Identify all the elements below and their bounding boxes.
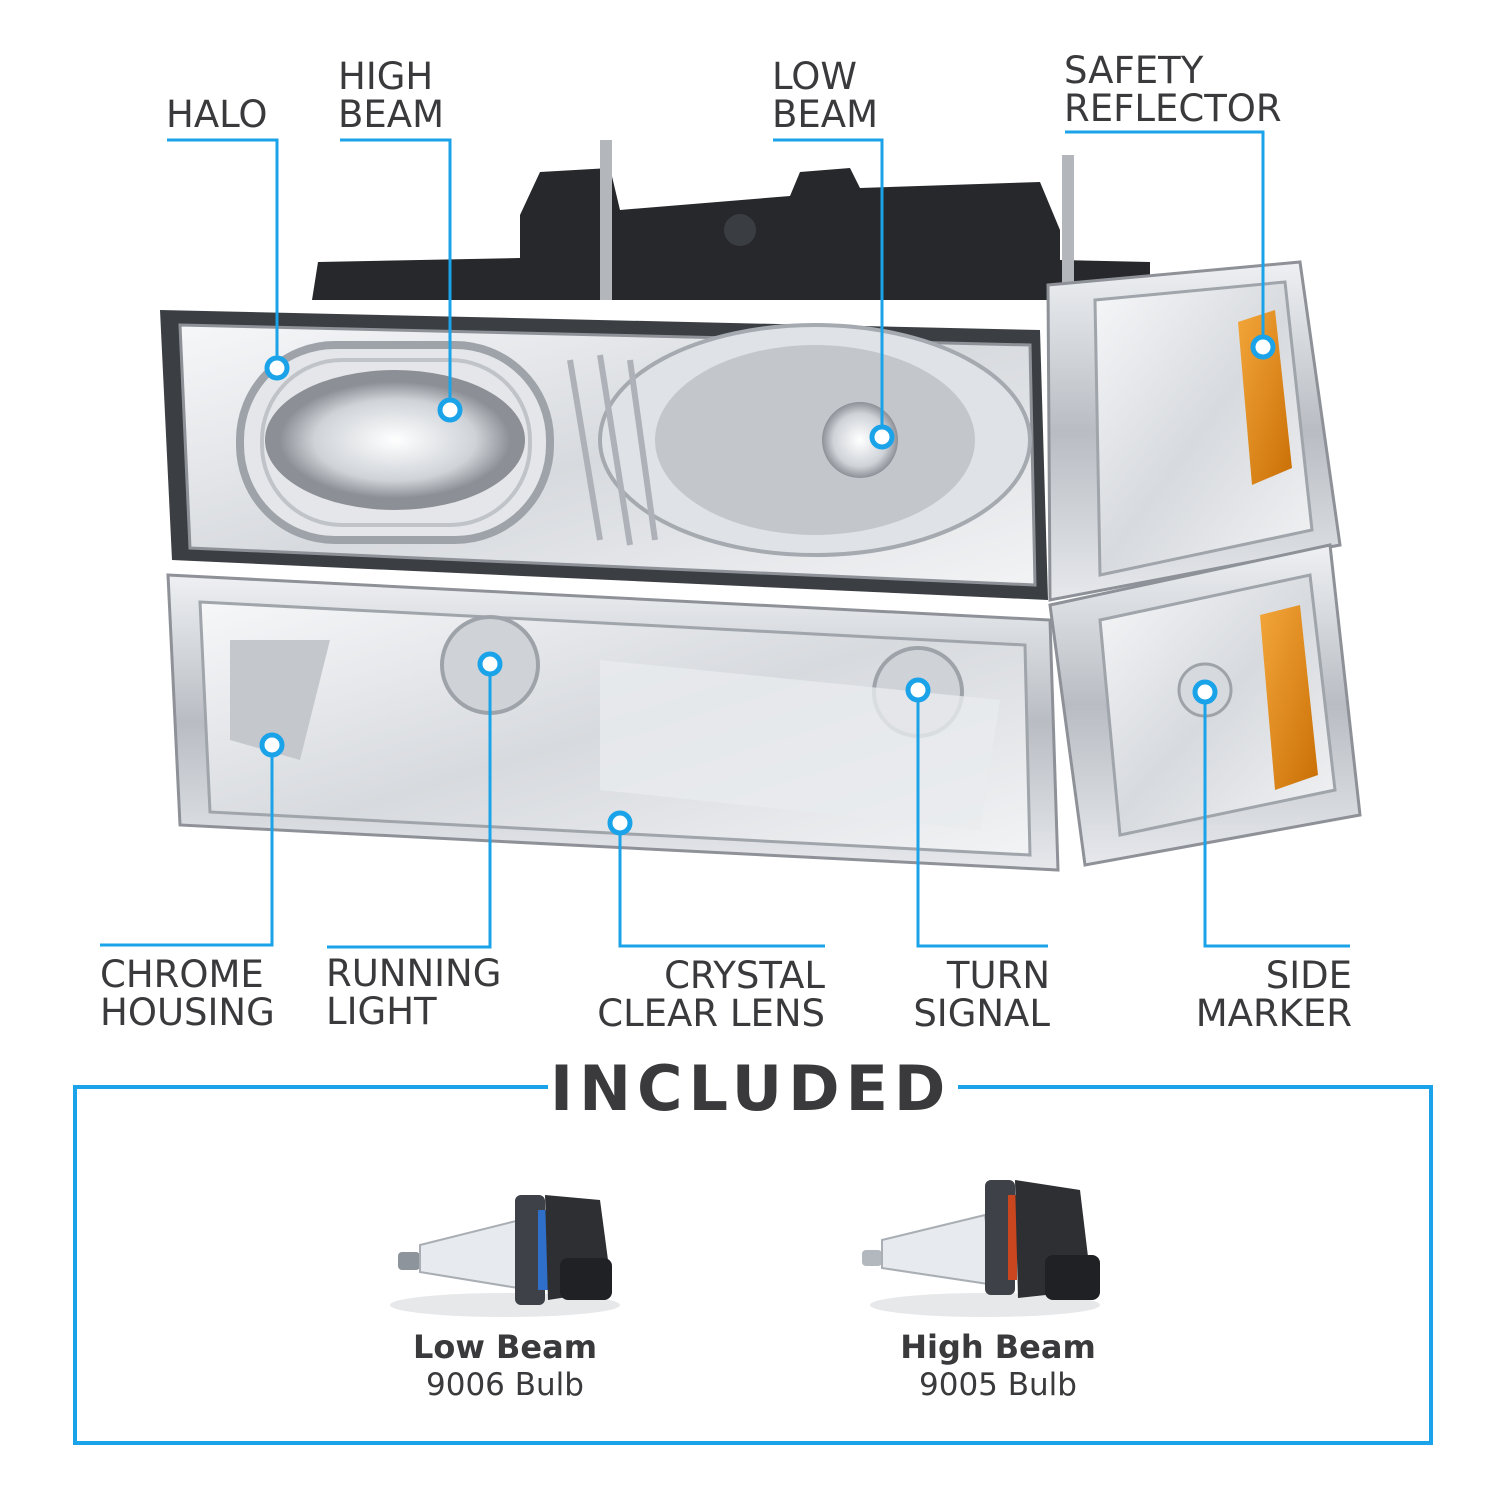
lower-bumper-light (166, 573, 1060, 872)
callout-running-light-line1: RUNNING (326, 952, 502, 995)
bulb-9006-illustration (390, 1195, 620, 1317)
dot-turn-signal (905, 677, 931, 703)
included-item-bulb: 9006 Bulb (426, 1367, 584, 1403)
dot-side-marker (1192, 679, 1218, 705)
included-frame (73, 1085, 1433, 1445)
callout-high-beam: HIGH BEAM (338, 58, 444, 134)
callout-chrome-housing: CHROME HOUSING (100, 956, 275, 1032)
callout-running-light-line2: LIGHT (326, 990, 437, 1033)
included-heading: INCLUDED (550, 1052, 952, 1125)
callout-turn-signal-line2: SIGNAL (913, 992, 1050, 1035)
callout-lines (100, 130, 1350, 949)
dot-low-beam (869, 424, 895, 450)
callout-halo-line1: HALO (166, 93, 268, 136)
dot-safety-reflector (1250, 334, 1276, 360)
callout-crystal-clear-lens-line1: CRYSTAL (664, 954, 825, 997)
callout-halo: HALO (166, 96, 268, 134)
callout-crystal-clear-lens: CRYSTAL CLEAR LENS (560, 957, 825, 1033)
callout-dots (259, 334, 1276, 836)
dot-halo (264, 355, 290, 381)
dot-high-beam (437, 397, 463, 423)
callout-chrome-housing-line2: HOUSING (100, 991, 275, 1034)
callout-low-beam-line1: LOW (772, 55, 858, 98)
callout-side-marker-line2: MARKER (1195, 992, 1352, 1035)
callout-safety-reflector-line1: SAFETY (1064, 49, 1204, 92)
callout-high-beam-line2: BEAM (338, 93, 444, 136)
dot-crystal-clear-lens (607, 810, 633, 836)
included-item-low-beam: Low Beam 9006 Bulb (385, 1328, 625, 1404)
dot-chrome-housing (259, 732, 285, 758)
callout-turn-signal-line1: TURN (946, 954, 1050, 997)
rear-housing (312, 140, 1150, 300)
callout-low-beam-line2: BEAM (772, 93, 878, 136)
callout-safety-reflector: SAFETY REFLECTOR (1064, 52, 1282, 128)
callout-side-marker: SIDE MARKER (1180, 957, 1352, 1033)
callout-turn-signal: TURN SIGNAL (880, 957, 1050, 1033)
callout-chrome-housing-line1: CHROME (100, 953, 264, 996)
included-item-bulb: 9005 Bulb (919, 1367, 1077, 1403)
callout-high-beam-line1: HIGH (338, 55, 434, 98)
included-item-name: High Beam (900, 1328, 1096, 1366)
callout-running-light: RUNNING LIGHT (326, 955, 501, 1031)
callout-low-beam: LOW BEAM (772, 58, 878, 134)
included-item-high-beam: High Beam 9005 Bulb (878, 1328, 1118, 1404)
bulb-9005-illustration (862, 1180, 1100, 1317)
callout-safety-reflector-line2: REFLECTOR (1064, 87, 1282, 130)
callout-side-marker-line1: SIDE (1265, 954, 1352, 997)
callout-crystal-clear-lens-line2: CLEAR LENS (597, 992, 825, 1035)
upper-headlight (160, 310, 1048, 600)
dot-running-light (477, 651, 503, 677)
included-item-name: Low Beam (412, 1328, 598, 1366)
